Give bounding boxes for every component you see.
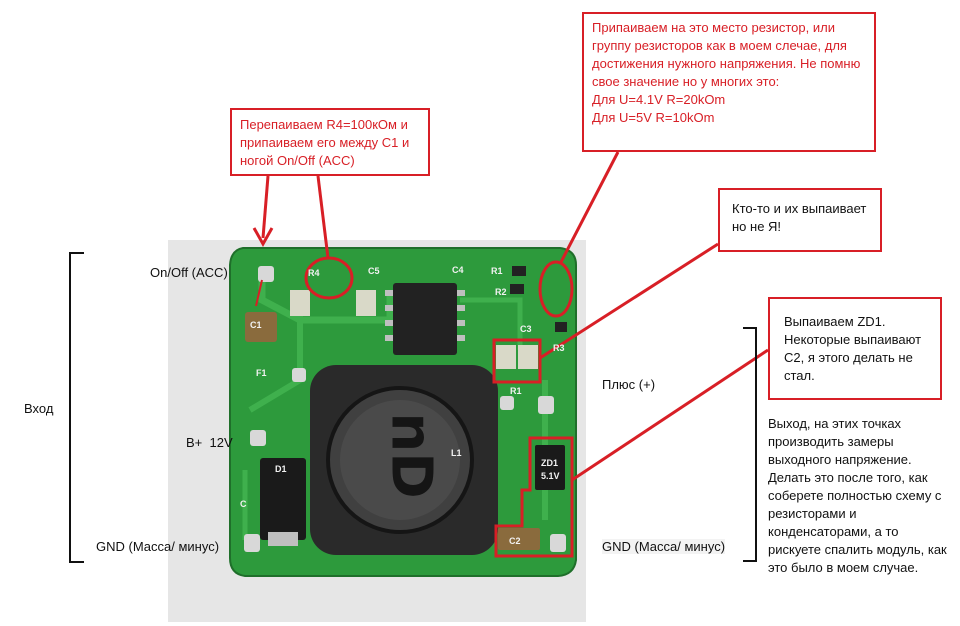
pcb-label-c4: C4 (452, 265, 464, 275)
pcb-label-l1: L1 (451, 448, 462, 458)
zd1-c2-highlight (494, 436, 574, 558)
pcb-label-r1-top: R1 (491, 266, 503, 276)
ic-chip (393, 283, 457, 355)
pcb-label-zd1: ZD1 (541, 458, 559, 468)
callout-resistor-value-5v: Для U=5V R=10kOm (592, 110, 715, 125)
zener-zd1 (535, 445, 565, 490)
diode-d1 (260, 458, 306, 540)
callout-resistor-text: Припаиваем на это место резистор, или гр… (592, 20, 861, 89)
callout-r1-text: Кто-то и их выпаивает но не Я! (732, 201, 867, 234)
callout-resistor: Припаиваем на это место резистор, или гр… (582, 12, 876, 152)
input-bracket (69, 252, 84, 563)
pcb-label-r2: R2 (495, 287, 507, 297)
r1-highlight-box (492, 338, 542, 384)
label-onoff: On/Off (ACC) (150, 265, 228, 280)
r4-highlight-circle (304, 256, 354, 300)
inductor-marking: nD (378, 412, 444, 499)
resistor-place-highlight (538, 260, 574, 318)
label-gnd-right: GND (Масса/ минус) (602, 539, 726, 554)
callout-r1: Кто-то и их выпаивает но не Я! (718, 188, 882, 252)
pcb-label-c: C (240, 499, 247, 509)
callout-zd1: Выпаиваем ZD1. Некоторые выпаивают С2, я… (768, 297, 942, 400)
pcb-label-r3: R3 (553, 343, 565, 353)
label-bplus: B+ 12V (186, 435, 233, 450)
pcb-label-c3: C3 (520, 324, 532, 334)
pcb-label-c1: C1 (250, 320, 262, 330)
pcb-label-r4: R4 (308, 268, 320, 278)
callout-zd1-text: Выпаиваем ZD1. Некоторые выпаивают С2, я… (784, 314, 922, 383)
pcb-label-r1-bottom: R1 (510, 386, 522, 396)
label-gnd-left: GND (Масса/ минус) (96, 539, 220, 554)
label-vhod: Вход (24, 401, 54, 416)
output-bracket (743, 327, 757, 562)
pcb-label-f1: F1 (256, 368, 267, 378)
pcb-label-d1: D1 (275, 464, 287, 474)
pcb-label-c2: C2 (509, 536, 521, 546)
label-vyhod: Выход, на этих точках производить замеры… (768, 416, 947, 575)
label-plus: Плюс (+) (602, 377, 656, 392)
callout-r4: Перепаиваем R4=100кОм и припаиваем его м… (230, 108, 430, 176)
pcb-label-c5: C5 (368, 266, 380, 276)
callout-resistor-value-4v: Для U=4.1V R=20kOm (592, 92, 726, 107)
callout-r4-text: Перепаиваем R4=100кОм и припаиваем его м… (240, 117, 410, 168)
pcb-label-zd1-voltage: 5.1V (541, 471, 560, 481)
